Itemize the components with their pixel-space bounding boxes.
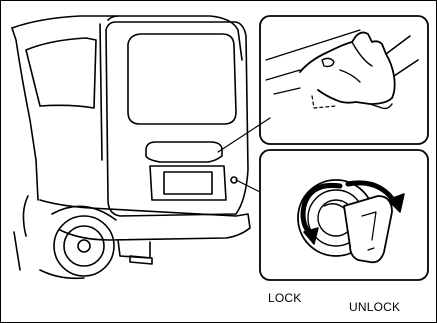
leader-line-keyhole bbox=[236, 180, 260, 192]
inset-key bbox=[260, 150, 428, 280]
hand-icon bbox=[300, 32, 395, 104]
rear-handle-housing bbox=[146, 142, 222, 162]
license-plate bbox=[164, 172, 212, 194]
rear-window bbox=[128, 34, 236, 124]
van-left-side bbox=[12, 28, 38, 200]
unlock-label: UNLOCK bbox=[349, 300, 400, 314]
rear-wheel bbox=[54, 216, 114, 276]
side-window bbox=[26, 38, 96, 108]
license-plate-recess bbox=[150, 166, 226, 200]
rear-bumper bbox=[40, 200, 250, 240]
key-icon bbox=[344, 196, 392, 262]
lock-label: LOCK bbox=[268, 291, 301, 305]
leader-line-handle bbox=[218, 118, 270, 152]
van-rear bbox=[12, 16, 250, 278]
rear-pillar bbox=[100, 24, 102, 160]
wheel-hub bbox=[64, 226, 104, 266]
inset-key-box bbox=[260, 150, 428, 280]
inset-handle bbox=[260, 16, 428, 144]
